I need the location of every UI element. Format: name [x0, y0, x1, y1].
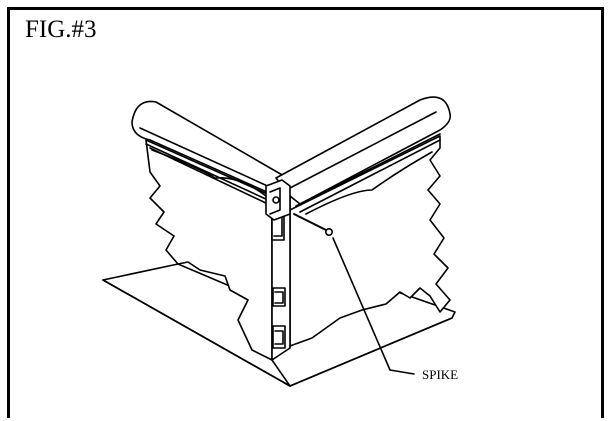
spike-icon: [293, 213, 333, 237]
corner-joint: [265, 179, 291, 221]
left-wall-panel: [145, 139, 273, 361]
spike-callout-label: SPIKE: [422, 367, 459, 382]
spike-leader-line: [332, 237, 415, 375]
right-wall-panel: [289, 135, 451, 347]
figure-label: FIG.#3: [25, 16, 97, 43]
corner-post: [271, 195, 291, 361]
right-top-rail: [275, 96, 452, 215]
